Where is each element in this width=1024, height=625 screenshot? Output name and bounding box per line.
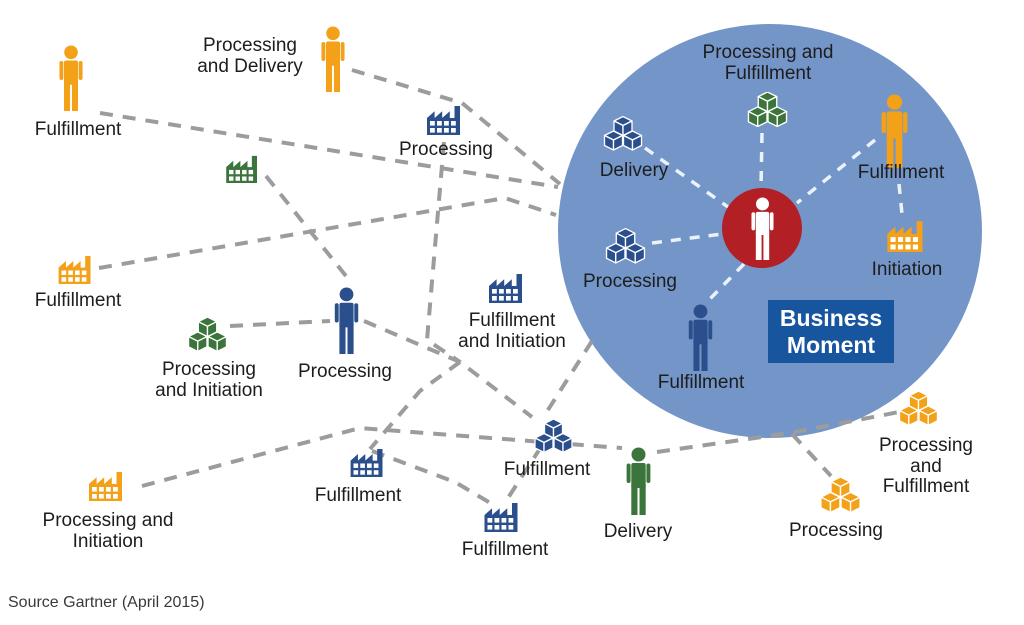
node-label: Processing (399, 139, 493, 160)
business-moment-badge: Business Moment (768, 300, 894, 363)
node-label: Fulfillment (34, 119, 122, 140)
node-label: Processing and Initiation (42, 510, 174, 552)
person-icon (688, 304, 713, 371)
node-label: Processing and Delivery (197, 35, 303, 77)
factory-icon (489, 274, 522, 303)
person-icon (321, 26, 345, 92)
node-label: Processing and Fulfillment (879, 435, 973, 498)
source-note: Source Gartner (April 2015) (8, 594, 205, 611)
factory-icon (887, 221, 923, 252)
cubes-icon (747, 92, 788, 127)
person-icon (881, 94, 908, 168)
node-label: Delivery (603, 521, 673, 542)
cubes-icon (603, 116, 643, 151)
factory-icon (226, 155, 257, 183)
factory-icon (58, 255, 91, 284)
node-label: Fulfillment (314, 485, 402, 506)
node-label: Initiation (871, 259, 943, 280)
factory-icon (89, 472, 122, 501)
node-label: Fulfillment (857, 162, 945, 183)
node-label: Fulfillment (34, 290, 122, 311)
node-label: Fulfillment (657, 372, 745, 393)
node-label: Processing (583, 271, 677, 292)
node-label: Fulfillment and Initiation (458, 310, 566, 352)
badge-label: Business Moment (779, 305, 883, 358)
cubes-icon (534, 419, 573, 453)
cubes-icon (187, 317, 228, 352)
person-icon (59, 45, 83, 111)
person-icon (626, 447, 651, 515)
node-label: Processing (789, 520, 883, 541)
cubes-icon (605, 228, 646, 264)
cubes-icon (898, 390, 939, 427)
node-label: Processing and Initiation (155, 359, 263, 401)
factory-icon (350, 448, 383, 477)
cubes-icon (820, 477, 861, 513)
node-label: Fulfillment (503, 459, 591, 480)
node-label: Processing and Fulfillment (702, 42, 834, 84)
node-label: Fulfillment (461, 539, 549, 560)
inner-spokes (643, 132, 904, 305)
factory-icon (484, 503, 518, 532)
node-label: Processing (298, 361, 392, 382)
node-label: Delivery (599, 160, 669, 181)
person-icon (334, 287, 359, 354)
business-moment-center (722, 188, 802, 268)
factory-icon (427, 106, 460, 135)
person-icon (750, 196, 774, 260)
